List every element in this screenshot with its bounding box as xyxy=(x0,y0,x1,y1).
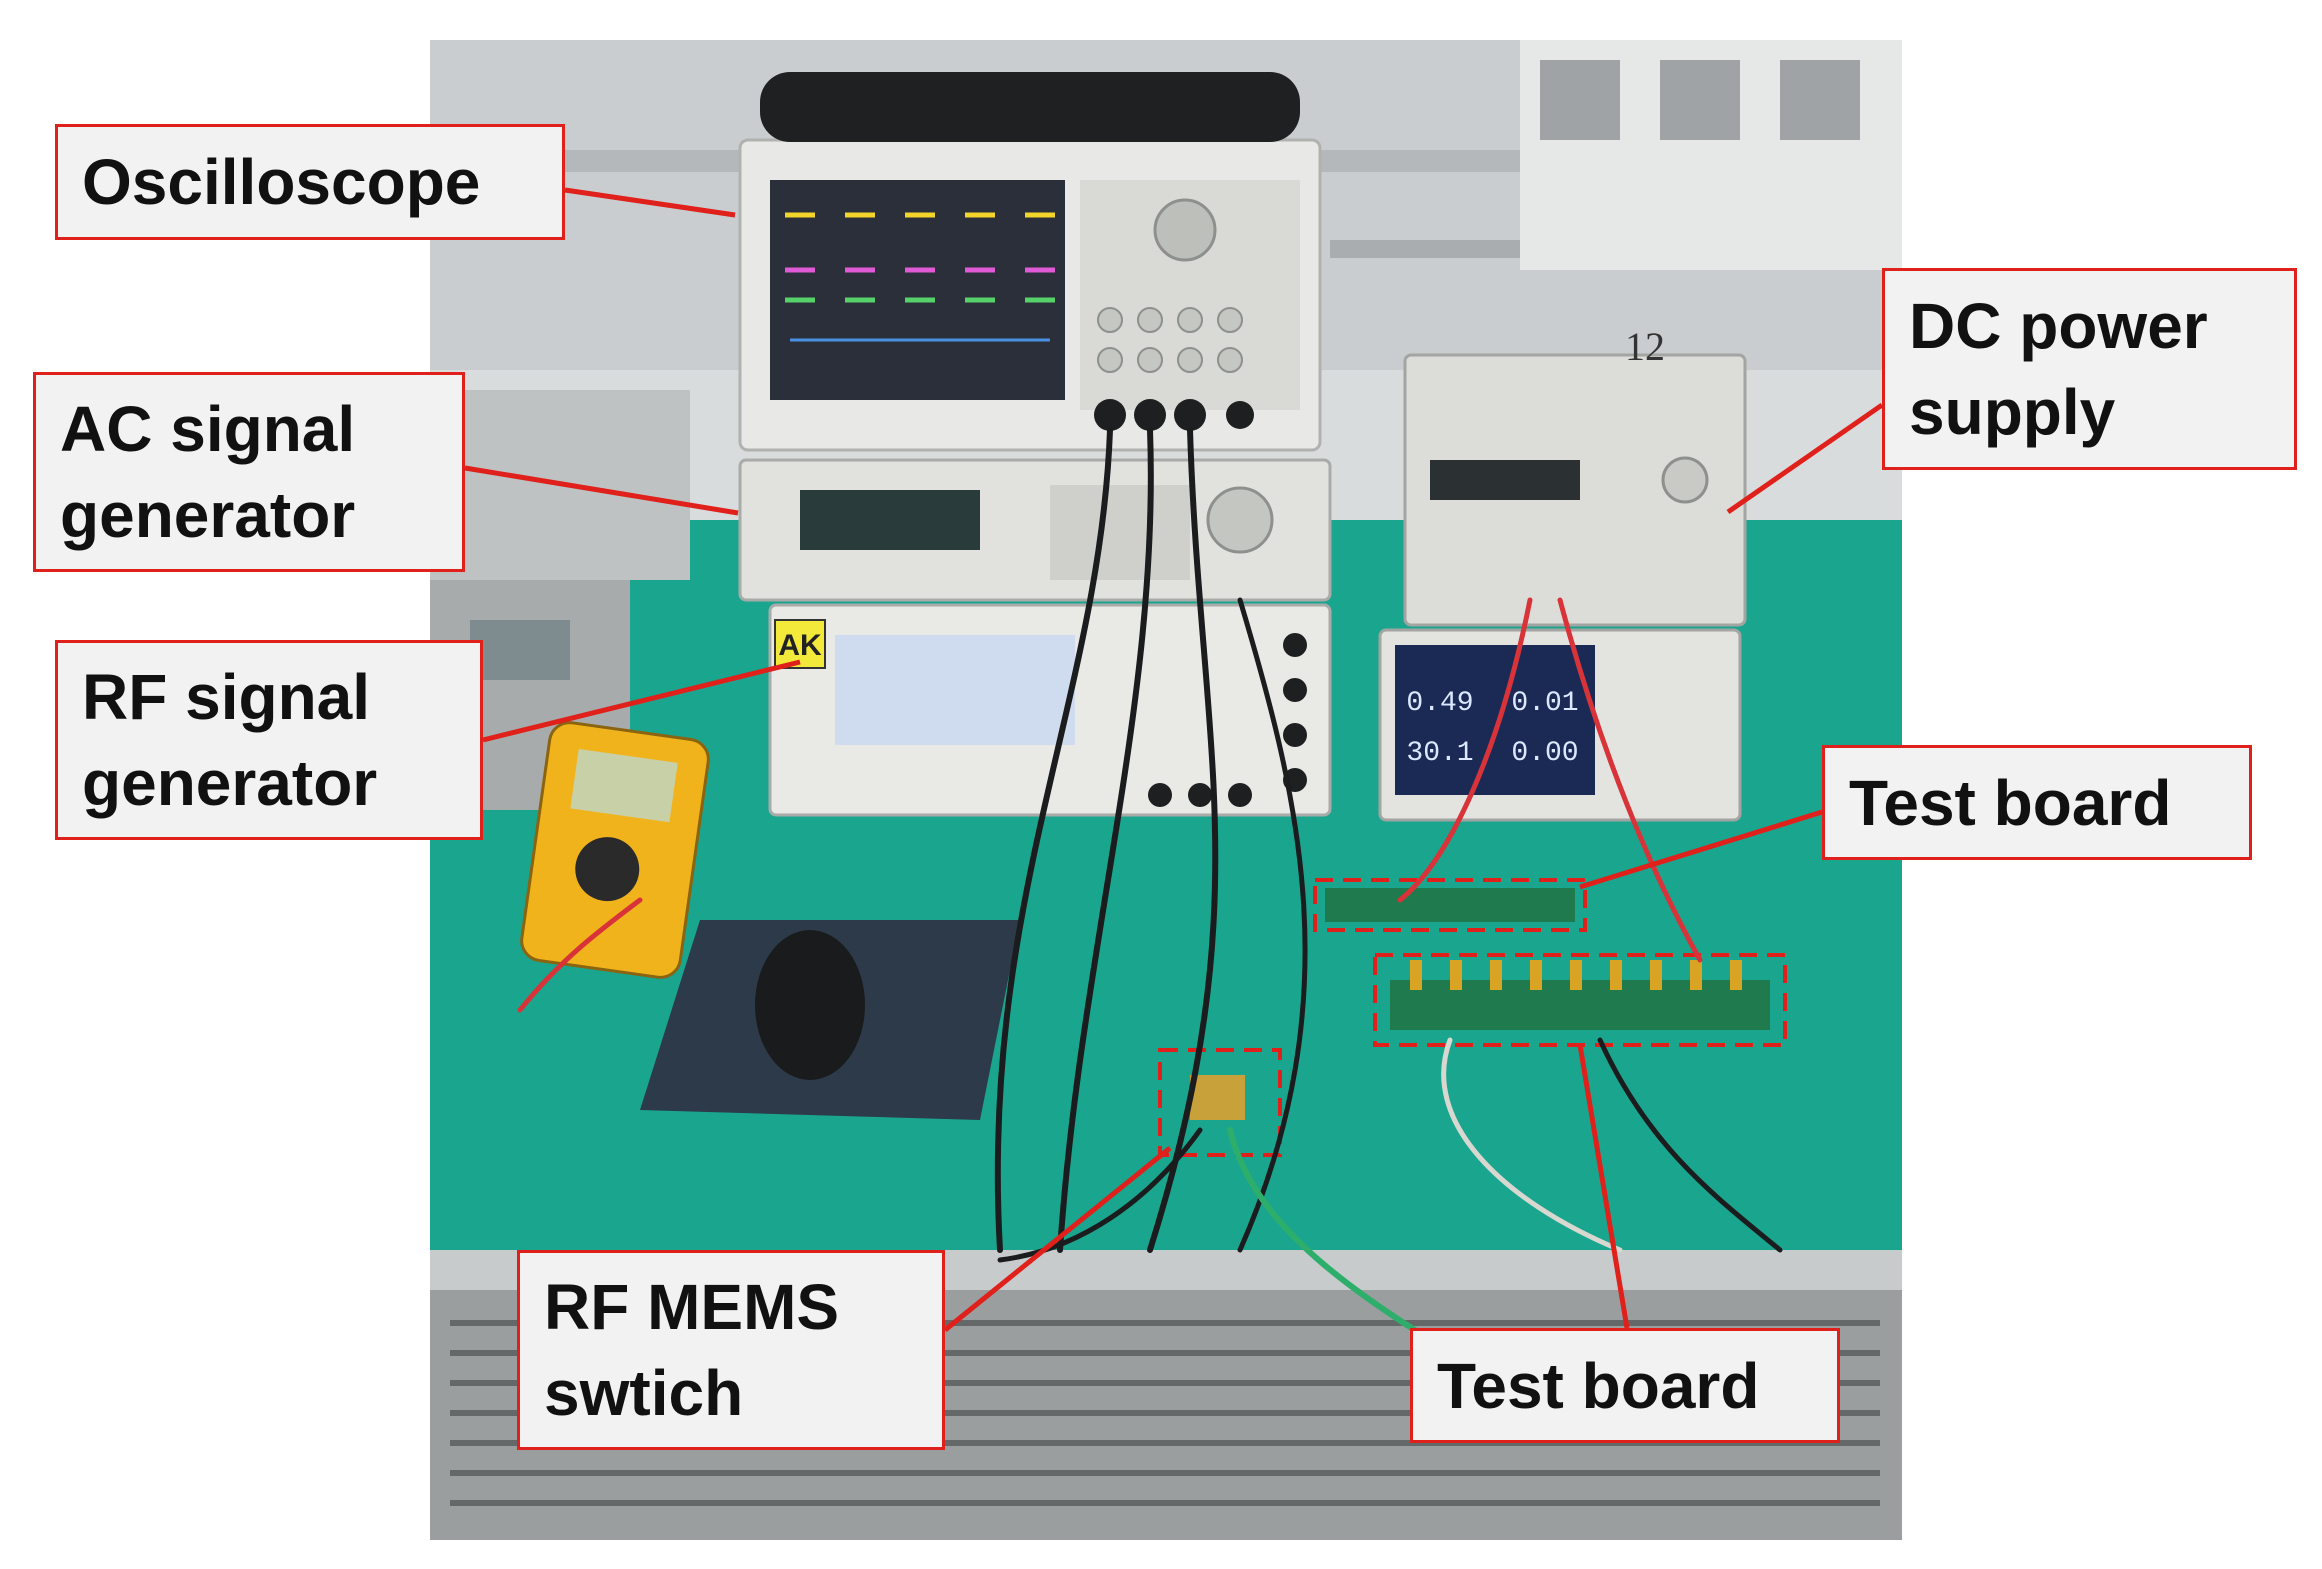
dc-supply-lower-panel xyxy=(1395,645,1595,795)
callout-test-board-top: Test board xyxy=(1822,745,2252,860)
callout-test-board-top-text: Test board xyxy=(1849,766,2172,839)
mouse xyxy=(755,930,865,1080)
dc-readout-4: 0.00 xyxy=(1511,738,1578,769)
scope-probe-connectors xyxy=(1094,399,1254,431)
callout-test-board-bottom-text: Test board xyxy=(1437,1349,1760,1422)
dc-readout-3: 30.1 xyxy=(1406,738,1473,769)
ak-tag-text: AK xyxy=(778,629,822,662)
callout-oscilloscope: Oscilloscope xyxy=(55,124,565,240)
rf-generator-knobs xyxy=(1148,633,1307,807)
callout-test-board-bottom: Test board xyxy=(1410,1328,1840,1443)
callout-rf-line2: generator xyxy=(82,747,378,819)
callout-dc-power-supply: DC power supply xyxy=(1882,268,2297,470)
scope-knobs xyxy=(1097,307,1243,373)
mems-switch xyxy=(1190,1075,1245,1120)
test-board-upper xyxy=(1325,888,1575,922)
multimeter-dial xyxy=(575,837,640,902)
dc-supply-upper-display xyxy=(1430,460,1580,500)
ac-generator-keys xyxy=(1050,485,1190,580)
callout-ac-line1: AC signal xyxy=(60,393,356,465)
test-board-connectors xyxy=(1410,960,1742,990)
callout-dc-line1: DC power xyxy=(1909,290,2208,362)
ak-tag xyxy=(774,619,826,669)
callout-rf-mems-switch: RF MEMS swtich xyxy=(517,1250,945,1450)
callout-ac-line2: generator xyxy=(60,479,356,551)
oscilloscope-case-top xyxy=(760,72,1300,142)
floor-perforation xyxy=(450,1320,1880,1506)
callout-oscilloscope-text: Oscilloscope xyxy=(82,146,481,218)
cables xyxy=(517,427,1783,1423)
dc-supply-upper-knob xyxy=(1661,456,1709,504)
oscilloscope-knob xyxy=(1153,198,1217,262)
callout-rf-signal-generator: RF signal generator xyxy=(55,640,483,840)
callout-dc-line2: supply xyxy=(1909,376,2116,448)
callout-mems-line1: RF MEMS xyxy=(544,1271,840,1343)
callout-mems-line2: swtich xyxy=(544,1357,744,1429)
rf-generator-screen xyxy=(835,635,1075,745)
cabinet-window xyxy=(1540,60,1620,140)
scope-traces xyxy=(785,212,1055,342)
mems-switch-area xyxy=(1158,1048,1282,1157)
multimeter-screen xyxy=(570,748,678,823)
cabinet-window-2 xyxy=(1660,60,1740,140)
bench-number: 12 xyxy=(1625,324,1665,369)
dc-readout-2: 0.01 xyxy=(1511,688,1578,719)
callout-rf-line1: RF signal xyxy=(82,661,371,733)
leader-lines xyxy=(464,187,1884,1332)
ac-generator-knob xyxy=(1206,486,1274,554)
left-instrument-screen xyxy=(470,620,570,680)
ac-generator-display xyxy=(800,490,980,550)
callout-ac-signal-generator: AC signal generator xyxy=(33,372,465,572)
dc-readout-1: 0.49 xyxy=(1406,688,1473,719)
cabinet-window-3 xyxy=(1780,60,1860,140)
test-board-upper-area xyxy=(1313,878,1587,932)
